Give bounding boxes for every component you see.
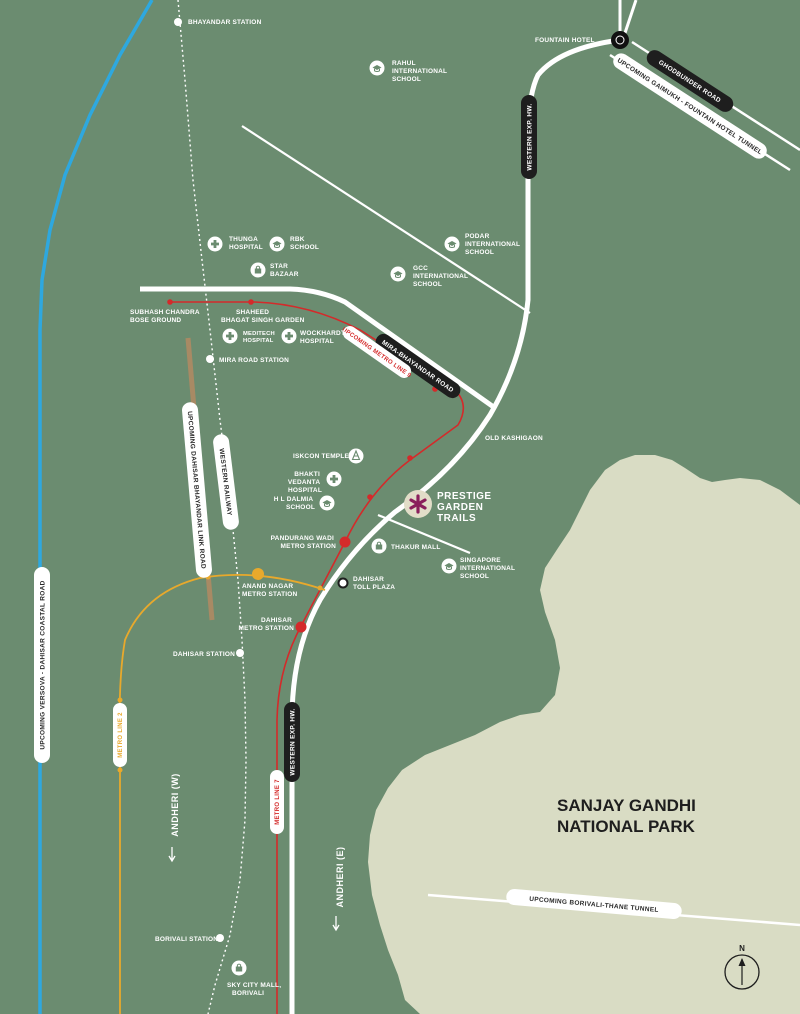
- andheri-e-direction: ANDHERI (E): [335, 847, 345, 908]
- meditech-hospital-icon: [222, 328, 238, 344]
- iskcon-temple-label: ISKCON TEMPLE: [293, 453, 350, 460]
- coastal-road-label: UPCOMING VERSOVA - DAHISAR COASTAL ROAD: [39, 580, 46, 749]
- star-bazaar-label: STAR BAZAAR: [270, 263, 299, 278]
- subhash-ground-label: SUBHASH CHANDRA BOSE GROUND: [130, 309, 202, 324]
- coastal-road-pill: UPCOMING VERSOVA - DAHISAR COASTAL ROAD: [34, 567, 50, 763]
- wex-north-label: WESTERN EXP. HW.: [526, 103, 533, 170]
- sky-city-mall-icon: [231, 960, 247, 976]
- metro-stop-line9-b: [407, 455, 413, 461]
- bhakti-vedanta-label: BHAKTI VEDANTA HOSPITAL: [288, 471, 322, 494]
- coastal-road-line: [38, 0, 154, 1014]
- thakur-mall-label: THAKUR MALL: [391, 544, 441, 551]
- gcc-school-label: GCC INTERNATIONAL SCHOOL: [413, 265, 470, 288]
- metro2-stop-a: [317, 585, 323, 591]
- singapore-school-icon: [441, 558, 457, 574]
- gcc-school-icon: [390, 266, 406, 282]
- podar-school-label: PODAR INTERNATIONAL SCHOOL: [465, 233, 522, 256]
- star-bazaar-icon: [250, 262, 266, 278]
- andheri-w-label: ANDHERI (W): [170, 773, 180, 837]
- thunga-hospital-icon: [207, 236, 223, 252]
- podar-school-icon: [444, 236, 460, 252]
- road-fountain-ne: [622, 0, 638, 37]
- road-podar: [241, 125, 531, 314]
- pandurang-wadi-label: PANDURANG WADI METRO STATION: [271, 535, 336, 550]
- metro2-stop-d: [117, 767, 123, 773]
- western-railway-line: [177, 0, 247, 1014]
- wex-north-pill: WESTERN EXP. HW.: [521, 95, 537, 179]
- hl-dalmia-label: H L DALMIA SCHOOL: [274, 496, 315, 511]
- mira-road-station-label: MIRA ROAD STATION: [219, 357, 289, 364]
- dahisar-toll-label: DAHISAR TOLL PLAZA: [353, 576, 395, 591]
- hl-dalmia-school-icon: [319, 495, 335, 511]
- metro-stop-subhash: [167, 299, 173, 305]
- dahisar-metro-label: DAHISAR METRO STATION: [239, 617, 295, 632]
- wex-south-pill: WESTERN EXP. HW.: [284, 702, 300, 782]
- gaimukh-tunnel-pill: UPCOMING GAIMUKH - FOUNTAIN HOTEL TUNNEL: [613, 53, 767, 159]
- rbk-school-icon: [269, 236, 285, 252]
- borivali-station-label: BORIVALI STATION: [155, 936, 218, 943]
- dahisar-metro-dot: [295, 621, 307, 633]
- pandurang-wadi-metro-dot: [339, 536, 351, 548]
- sky-city-mall-label: SKY CITY MALL, BORIVALI: [227, 982, 283, 997]
- rahul-school-label: RAHUL INTERNATIONAL SCHOOL: [392, 60, 449, 83]
- anand-nagar-metro-dot: [252, 568, 264, 580]
- metro-line-7-pill: METRO LINE 7: [270, 770, 284, 834]
- arrow-down-icon: [168, 847, 176, 863]
- thunga-hospital-label: THUNGA HOSPITAL: [229, 236, 263, 251]
- prestige-marker: [404, 490, 432, 518]
- bhayandar-station-label: BHAYANDAR STATION: [188, 19, 262, 26]
- rbk-school-label: RBK SCHOOL: [290, 236, 319, 251]
- wockhardt-hospital-icon: [281, 328, 297, 344]
- dahisar-toll-dot: [337, 577, 349, 589]
- mira-bhayandar-road-line: [140, 286, 497, 411]
- borivali-station-dot: [216, 934, 224, 942]
- arrow-down-icon: [332, 916, 340, 932]
- compass: [724, 954, 760, 990]
- mira-road-station-dot: [206, 355, 214, 363]
- national-park-area: [368, 455, 800, 1014]
- iskcon-temple-icon: [347, 447, 365, 465]
- metro-line-2-label: METRO LINE 2: [118, 712, 124, 758]
- fountain-hotel-dot: [611, 31, 629, 49]
- western-express-highway-line: [289, 37, 621, 1014]
- metro2-stop-c: [117, 697, 123, 703]
- rahul-school-icon: [369, 60, 385, 76]
- fountain-hotel-label: FOUNTAIN HOTEL: [535, 37, 595, 44]
- andheri-e-label: ANDHERI (E): [335, 847, 345, 908]
- metro-line-2-pill: METRO LINE 2: [113, 703, 127, 767]
- metro-line-7-label: METRO LINE 7: [275, 779, 281, 825]
- andheri-w-direction: ANDHERI (W): [170, 773, 180, 837]
- bhagat-garden-label: SHAHEED BHAGAT SINGH GARDEN: [221, 309, 305, 324]
- thakur-mall-icon: [371, 538, 387, 554]
- wex-south-label: WESTERN EXP. HW.: [289, 708, 296, 775]
- bhayandar-station-dot: [174, 18, 182, 26]
- singapore-school-label: SINGAPORE INTERNATIONAL SCHOOL: [460, 557, 517, 580]
- metro-stop-bhagat: [248, 299, 254, 305]
- link-road-pill: UPCOMING DAHISAR BHAYANDAR LINK ROAD: [182, 402, 212, 578]
- dahisar-station-dot: [236, 649, 244, 657]
- prestige-garden-trails-label: PRESTIGE GARDEN TRAILS: [437, 491, 495, 524]
- metro-stop-line9-c: [367, 494, 373, 500]
- compass-north-label: N: [739, 944, 745, 953]
- national-park-label: SANJAY GANDHI NATIONAL PARK: [557, 796, 701, 836]
- dahisar-station-label: DAHISAR STATION: [173, 651, 235, 658]
- road-thakur: [377, 513, 471, 555]
- old-kashigaon-label: OLD KASHIGAON: [485, 435, 543, 442]
- bhakti-vedanta-hospital-icon: [326, 471, 342, 487]
- meditech-hospital-label: MEDITECH HOSPITAL: [243, 331, 277, 344]
- anand-nagar-label: ANAND NAGAR METRO STATION: [242, 583, 298, 598]
- western-railway-pill: WESTERN RAILWAY: [213, 434, 239, 530]
- wockhardt-hospital-label: WOCKHARDT HOSPITAL: [300, 330, 347, 345]
